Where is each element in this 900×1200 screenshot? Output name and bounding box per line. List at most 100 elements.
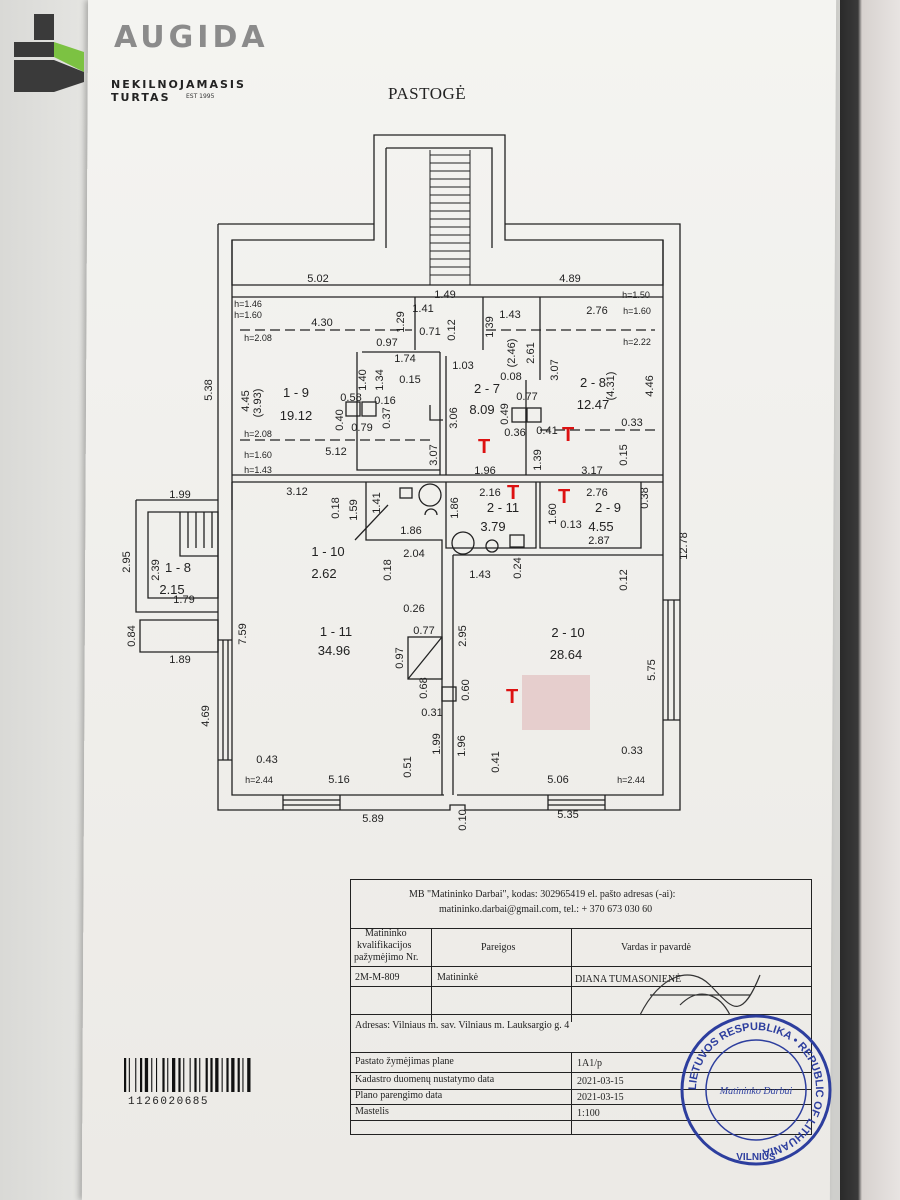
cert-header-3: pažymėjimo Nr.	[354, 952, 419, 963]
dimension-label: 0.15	[399, 374, 420, 386]
dimension-label: 0.97	[376, 337, 397, 349]
row-value: 1:100	[577, 1108, 600, 1119]
dimension-label: 0.26	[403, 603, 424, 615]
dimension-label: 1.40	[357, 369, 369, 390]
cert-header-1: Matininko	[365, 928, 407, 939]
dimension-label: 5.06	[547, 774, 568, 786]
room-id: 2 - 10	[551, 625, 584, 640]
stamp-bottom-text: VILNIUS	[736, 1152, 776, 1163]
row-label: Pastato žymėjimas plane	[355, 1056, 454, 1067]
barcode	[124, 1058, 251, 1092]
dimension-label: 1.99	[431, 733, 443, 754]
dimension-label: 2.16	[479, 487, 500, 499]
dimension-label: 3.17	[581, 465, 602, 477]
dimension-label: h=2.08	[244, 333, 272, 343]
logo-subtitle: NEKILNOJAMASIS TURTAS	[111, 78, 246, 104]
dimension-label: 2.87	[588, 535, 609, 547]
red-mark: T	[562, 424, 575, 446]
dimension-label: h=2.44	[245, 775, 273, 785]
dimension-label: 0.68	[418, 677, 430, 698]
logo-mark-icon	[14, 14, 84, 92]
plan-title: PASTOGĖ	[388, 84, 467, 103]
dimension-label: 5.12	[325, 446, 346, 458]
room-area: 3.79	[480, 519, 505, 534]
dimension-label: 3.12	[286, 486, 307, 498]
dimension-label: 0.18	[330, 497, 342, 518]
dimension-label: 1.43	[469, 569, 490, 581]
dimension-label: 1.86	[449, 497, 461, 518]
dimension-label: 1.29	[395, 311, 407, 332]
red-mark: T	[506, 686, 519, 708]
room-area: 8.09	[469, 402, 494, 417]
dimension-label: 0.16	[374, 395, 395, 407]
dimension-label: 0.24	[512, 557, 524, 578]
dimension-label: 1.74	[394, 353, 415, 365]
room-id: 1 - 8	[165, 560, 191, 575]
dimension-label: 0.36	[504, 427, 525, 439]
dimension-label: h=1.50	[622, 290, 650, 300]
red-mark: T	[558, 486, 571, 508]
dimension-label: 0.40	[334, 409, 346, 430]
room-id: 2 - 11	[487, 500, 519, 515]
room-id: 2 - 8	[580, 375, 606, 390]
dimension-label: 1.86	[400, 525, 421, 537]
dimension-label: (3.93)	[252, 389, 264, 418]
dimension-label: h=1.43	[244, 465, 272, 475]
background-right	[840, 0, 900, 1200]
dimension-label: 0.77	[413, 625, 434, 637]
dimension-label: 5.16	[328, 774, 349, 786]
room-id: 2 - 9	[595, 500, 621, 515]
dimension-label: h=1.60	[623, 306, 651, 316]
redaction-box	[522, 675, 590, 730]
room-area: 19.12	[280, 408, 313, 423]
dimension-label: h=1.60	[244, 450, 272, 460]
dimension-label: 0.43	[256, 754, 277, 766]
dimension-label: 1.34	[374, 369, 386, 390]
company-line: MB "Matininko Darbai", kodas: 302965419 …	[409, 889, 676, 900]
dimension-label: 0.41	[536, 425, 557, 437]
dimension-label: 4.45	[240, 390, 252, 411]
dimension-label: 0.31	[421, 707, 442, 719]
role-header: Pareigos	[481, 942, 516, 953]
cert-number: 2M-M-809	[355, 972, 400, 983]
dimension-label: 0.84	[126, 625, 138, 646]
dimension-label: 0.41	[490, 751, 502, 772]
dimension-label: 1.79	[173, 594, 194, 606]
dimension-label: 0.10	[457, 809, 469, 830]
red-mark: T	[478, 436, 491, 458]
cert-header-2: kvalifikacijos	[357, 940, 412, 951]
dimension-label: (4.31)	[605, 372, 617, 401]
dimension-label: 1.60	[547, 503, 559, 524]
room-area: 2.15	[159, 582, 184, 597]
dimension-label: 0.13	[560, 519, 581, 531]
dimension-label: 2.95	[457, 625, 469, 646]
row-value: 2021-03-15	[577, 1076, 624, 1087]
room-id: 1 - 10	[311, 544, 344, 559]
room-id: 2 - 7	[474, 381, 500, 396]
dimension-label: 1.96	[474, 465, 495, 477]
dimension-label: 0.33	[621, 417, 642, 429]
dimension-label: 0.77	[516, 391, 537, 403]
dimension-label: h=1.46	[234, 299, 262, 309]
dimension-label: 0.15	[618, 444, 630, 465]
dimension-label: 3.06	[448, 407, 460, 428]
signature	[639, 974, 761, 1016]
dimension-label: 0.79	[351, 422, 372, 434]
dimension-label: 0.51	[402, 756, 414, 777]
logo-brand: AUGIDA	[114, 20, 269, 55]
room-area: 2.62	[311, 566, 336, 581]
official-stamp: LIETUVOS RESPUBLIKA • REPUBLIC OF LITHUA…	[680, 1014, 832, 1166]
dimension-label: 0.71	[419, 326, 440, 338]
barcode-number: 1126020685	[128, 1096, 210, 1108]
dimension-label: 1.43	[499, 309, 520, 321]
dimension-label: 1.89	[169, 654, 190, 666]
dimension-label: 2.39	[150, 559, 162, 580]
logo-est: EST 1995	[186, 93, 215, 100]
dimension-label: 1.41	[371, 492, 383, 513]
dimension-label: 0.37	[381, 407, 393, 428]
dimension-label: 0.49	[499, 403, 511, 424]
dimension-label: 0.12	[446, 319, 458, 340]
title-block: MB "Matininko Darbai", kodas: 302965419 …	[350, 879, 812, 1135]
dimension-label: 1.41	[412, 303, 433, 315]
dimension-label: 1.49	[434, 289, 455, 301]
